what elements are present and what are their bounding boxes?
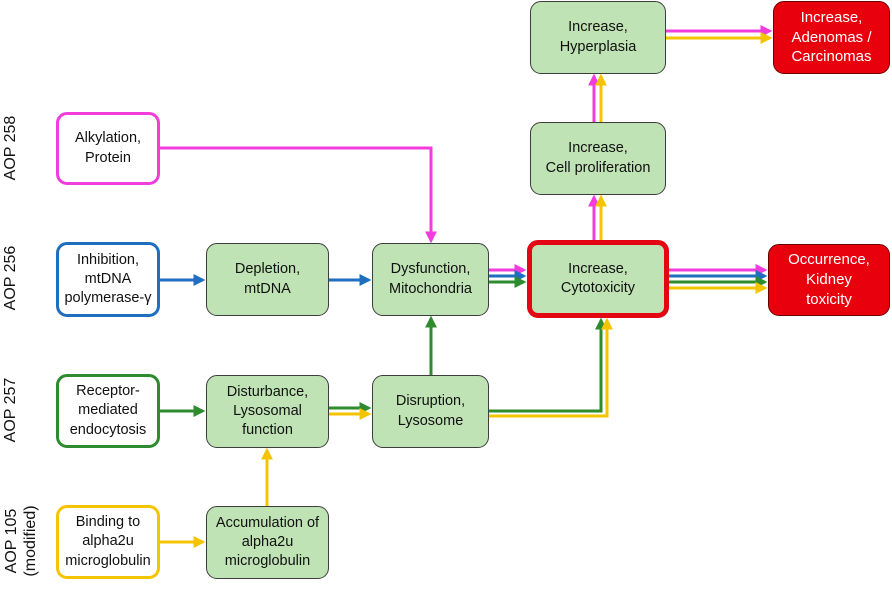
ke-increase-hyperplasia: Increase, Hyperplasia [530, 1, 666, 74]
aop-105-label: AOP 105 (modified) [3, 505, 40, 577]
edge-alkylation-to-dysfunction-aop258 [160, 146, 437, 244]
aop-256-label: AOP 256 [2, 245, 19, 311]
ao-increase-adenomas-carcinomas: Increase, Adenomas / Carcinomas [773, 1, 890, 74]
aop-257-label: AOP 257 [2, 377, 19, 443]
ke-disruption-lysosome: Disruption, Lysosome [372, 375, 489, 448]
ke-accumulation-alpha2u: Accumulation of alpha2u microglobulin [206, 506, 329, 579]
ke-disturbance-lysosomal-function: Disturbance, Lysosomal function [206, 375, 329, 448]
edge-disruption-to-cytotoxicity-aop257 [489, 317, 607, 413]
mie-binding-alpha2u: Binding to alpha2u microglobulin [56, 505, 160, 579]
edge-disruption-to-cytotoxicity-aop105 [489, 317, 613, 418]
aop-258-label: AOP 258 [2, 115, 19, 181]
ke-depletion-mtdna: Depletion, mtDNA [206, 243, 329, 316]
ke-increase-cytotoxicity: Increase, Cytotoxicity [527, 240, 669, 318]
ke-dysfunction-mitochondria: Dysfunction, Mitochondria [372, 243, 489, 316]
mie-inhibition-mtdna-polymerase: Inhibition, mtDNA polymerase-γ [56, 242, 160, 317]
mie-alkylation-protein: Alkylation, Protein [56, 112, 160, 185]
ao-occurrence-kidney-toxicity: Occurrence, Kidney toxicity [768, 244, 890, 316]
mie-receptor-mediated-endocytosis: Receptor- mediated endocytosis [56, 374, 160, 448]
ke-increase-cell-proliferation: Increase, Cell proliferation [530, 122, 666, 195]
